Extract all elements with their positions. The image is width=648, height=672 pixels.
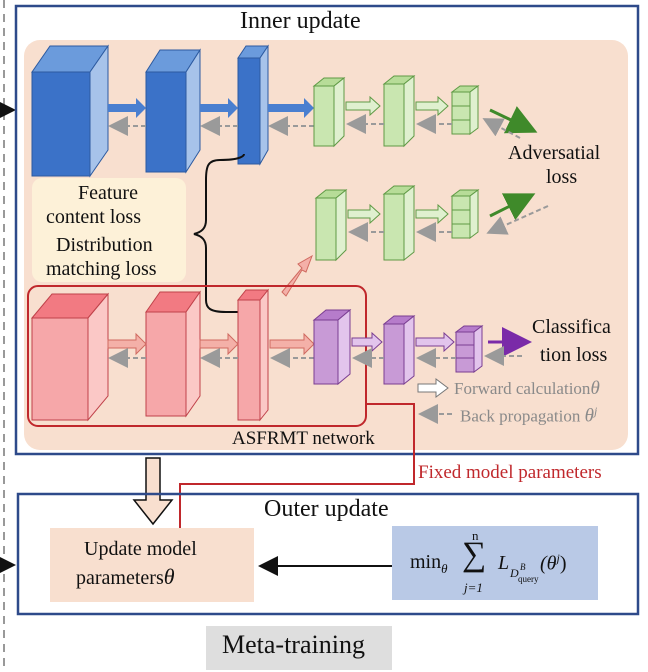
- blue-forward-arrow-2: [200, 98, 238, 118]
- formula-query: query: [518, 574, 539, 584]
- purple-block-3: [454, 325, 484, 373]
- pink-block-2: [145, 290, 201, 418]
- legend-theta-j: θ: [584, 405, 594, 427]
- formula-j1: j=1: [464, 580, 483, 595]
- green-block-mid-3: [450, 189, 480, 239]
- footer-label: Meta-training: [222, 630, 365, 659]
- blue-forward-arrow-3: [268, 98, 314, 118]
- legend-theta: θ: [590, 378, 600, 399]
- feature-loss-label: Feature: [78, 182, 138, 204]
- update-params-text: parameters: [76, 567, 164, 589]
- green-block-mid-1: [314, 188, 348, 262]
- green-block-top-2: [382, 74, 416, 148]
- green-block-top-1: [312, 76, 346, 148]
- legend-forward-text: Forward calculation: [454, 379, 591, 398]
- blue-block-3: [237, 44, 269, 166]
- green-mid-forward-arrow-1: [347, 203, 381, 225]
- formula-arg: (θj): [540, 551, 567, 576]
- formula-D: D: [510, 566, 519, 580]
- purple-block-1: [312, 308, 352, 386]
- update-theta: θ: [163, 564, 175, 589]
- blue-block-2: [145, 48, 201, 174]
- distribution-loss-label: Distribution: [56, 234, 153, 256]
- loss-box: [32, 178, 186, 282]
- green-block-top-3: [450, 85, 480, 135]
- formula-min: minθ: [410, 551, 448, 577]
- green-forward-arrow-2: [415, 95, 449, 117]
- formula-theta-sub: θ: [441, 561, 448, 576]
- purple-forward-arrow-2: [415, 331, 455, 353]
- formula-min-text: min: [410, 551, 442, 573]
- pink-block-1: [30, 292, 110, 422]
- purple-forward-arrow-1: [351, 331, 383, 353]
- footer-box: [206, 626, 392, 670]
- formula-close: ): [559, 552, 567, 575]
- classification-loss-label-2: tion loss: [540, 344, 608, 366]
- outer-update-title: Outer update: [264, 496, 389, 522]
- fixed-params-line: [179, 403, 415, 528]
- blue-block-1: [31, 44, 109, 178]
- pink-block-3: [236, 288, 270, 422]
- fixed-params-label: Fixed model parameters: [418, 462, 602, 483]
- asfrmt-network-label: ASFRMT network: [232, 428, 375, 449]
- outer-update-frame: [16, 492, 640, 616]
- brace-connector: [193, 153, 245, 313]
- inner-update-title: Inner update: [240, 8, 361, 34]
- update-model-label: Update model: [84, 538, 197, 560]
- formula-arg-text: (θ: [540, 552, 557, 575]
- adversarial-back-arrow-top: [482, 118, 521, 139]
- adversarial-arrow-top: [489, 106, 538, 134]
- formula-box: [392, 526, 598, 600]
- blue-forward-arrow-1: [108, 98, 146, 118]
- adversarial-arrow-mid: [489, 193, 536, 221]
- big-down-arrow: [132, 457, 174, 526]
- legend-backward-text: Back propagation: [460, 406, 581, 426]
- content-loss-label: content loss: [46, 206, 141, 228]
- formula-arg-sup: j: [556, 551, 560, 565]
- classification-loss-label: Classifica: [532, 316, 611, 338]
- legend-forward-arrow-icon: [417, 378, 449, 398]
- green-block-mid-2: [382, 184, 416, 262]
- formula-sum: ∑: [462, 536, 487, 573]
- legend-j-sup: j: [593, 404, 598, 418]
- green-mid-forward-arrow-2: [415, 203, 449, 225]
- matching-loss-label: matching loss: [46, 258, 157, 280]
- adversarial-loss-label-2: loss: [546, 166, 578, 188]
- adversarial-loss-label: Adversatial: [508, 142, 601, 164]
- formula-B: B: [520, 562, 526, 572]
- purple-block-2: [382, 314, 416, 386]
- formula-n: n: [472, 528, 479, 543]
- legend-backward-label: Back propagation θj: [460, 404, 597, 428]
- legend-forward-label: Forward calculationθ: [454, 378, 600, 400]
- green-forward-arrow-1: [345, 95, 381, 117]
- update-params-label: parametersθ: [76, 564, 175, 590]
- formula-L: L: [498, 552, 510, 574]
- update-params-box: [50, 528, 254, 602]
- adversarial-back-arrow-mid: [486, 205, 549, 235]
